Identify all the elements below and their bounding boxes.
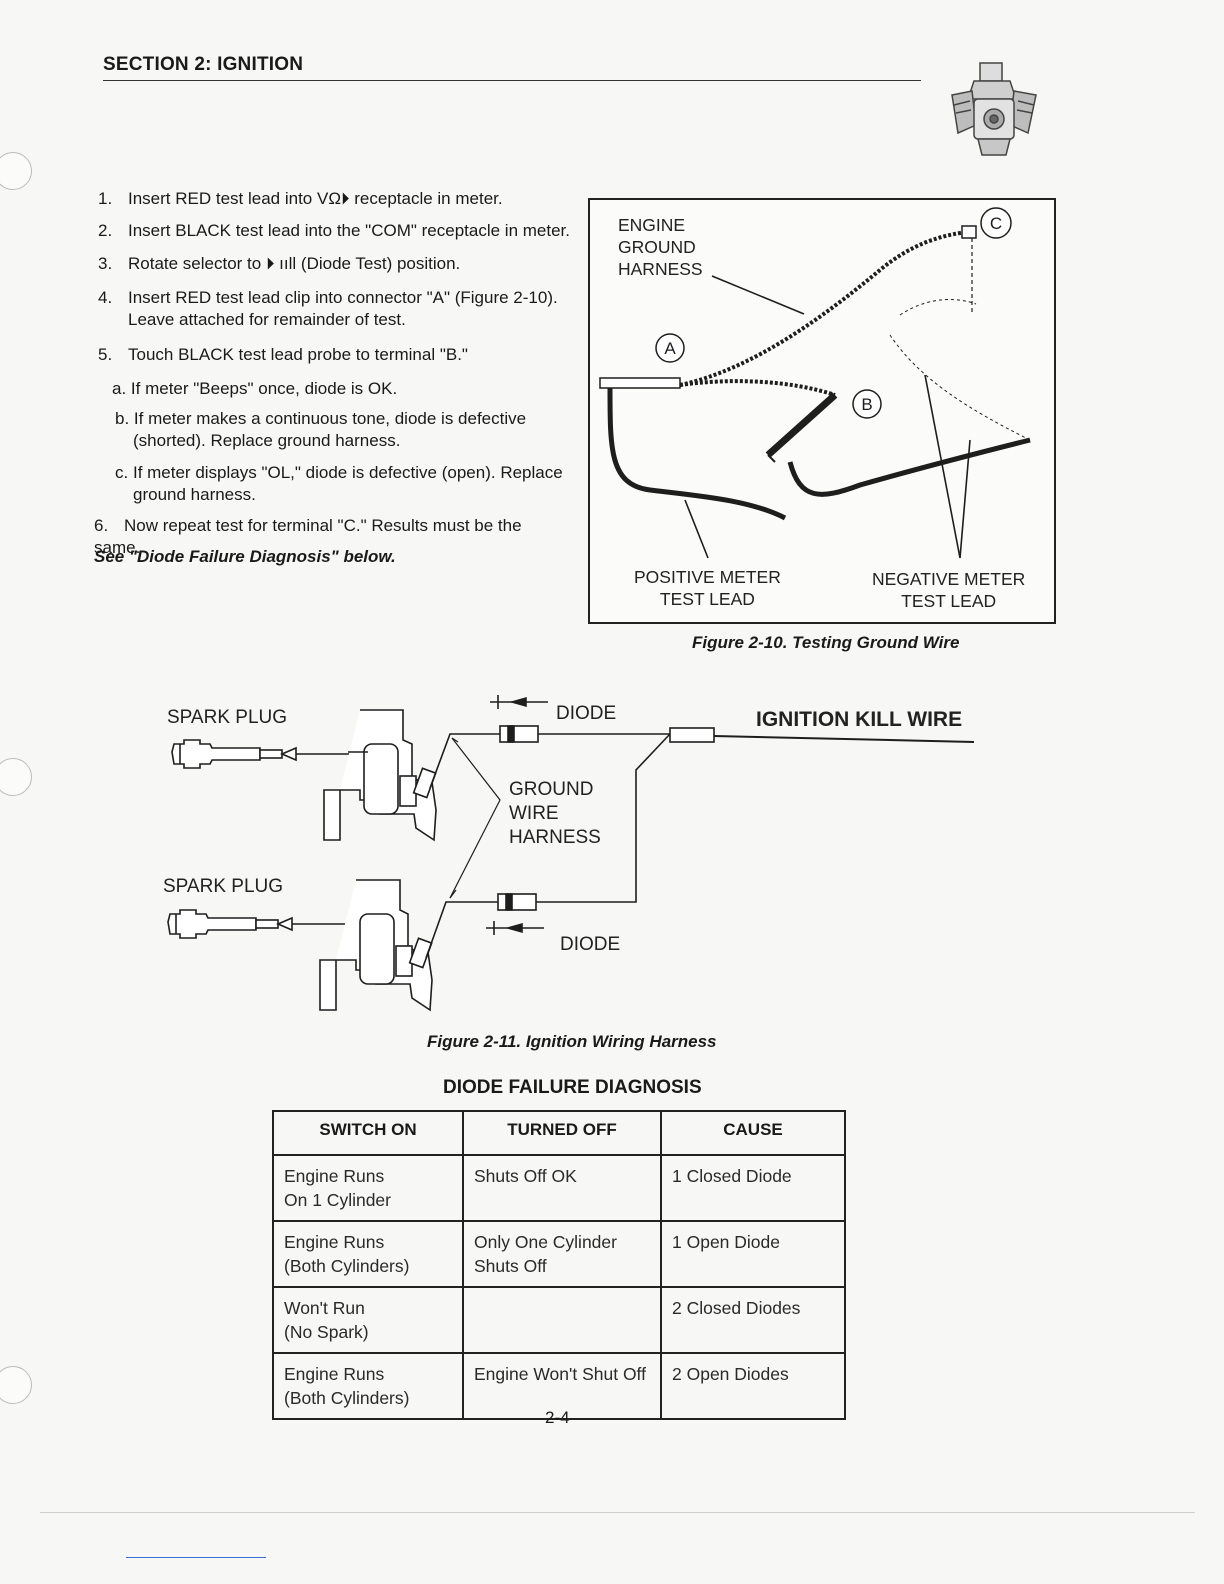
marker-a: A (664, 339, 676, 358)
step-2: 2. Insert BLACK test lead into the "COM" … (98, 220, 576, 242)
table-title: DIODE FAILURE DIAGNOSIS (443, 1077, 702, 1098)
diode-bottom-icon (497, 893, 537, 911)
figure-2-10: A B C ENGINE GROUND HARNESS POSITIVE MET… (588, 198, 1056, 624)
cell-cause: 2 Closed Diodes (660, 1286, 846, 1354)
page-number: 2-4 (545, 1408, 570, 1427)
step-number: 3. (98, 254, 113, 273)
header-rule (103, 80, 921, 81)
step-text-continued: Leave attached for remainder of test. (128, 310, 406, 329)
engine-ground-harness-label: ENGINE GROUND HARNESS (618, 215, 703, 279)
cell-turned-off (462, 1286, 662, 1354)
step-number: 1. (98, 189, 113, 208)
figure-2-11-drawing (167, 695, 975, 1012)
substep-c: c. If meter displays "OL," diode is defe… (115, 462, 571, 506)
column-header-cause: CAUSE (660, 1110, 846, 1156)
step-4: 4. Insert RED test lead clip into connect… (98, 287, 576, 331)
marker-a-circle (655, 333, 685, 363)
cell-cause: 1 Closed Diode (660, 1154, 846, 1222)
cell-cause: 2 Open Diodes (660, 1352, 846, 1420)
marker-b-circle (852, 389, 882, 419)
ground-wire-harness-label: GROUND WIRE HARNESS (509, 779, 601, 848)
ignition-kill-wire-label: IGNITION KILL WIRE (756, 708, 963, 731)
bottom-blue-rule (126, 1557, 266, 1558)
substep-a: a. If meter "Beeps" once, diode is OK. (112, 378, 568, 400)
step-text: Insert RED test lead into VΩ⏵ receptacle… (128, 189, 503, 208)
step-number: 5. (98, 345, 113, 364)
table-row: Engine Runs(Both Cylinders) Engine Won't… (272, 1352, 846, 1420)
substep-text: If meter makes a continuous tone, diode … (133, 409, 527, 428)
substep-text-continued: ground harness. (133, 485, 256, 504)
spark-plug-bottom-icon (167, 909, 348, 939)
substep-label: a. (112, 379, 127, 398)
punch-hole (0, 758, 32, 796)
step-5: 5. Touch BLACK test lead probe to termina… (98, 344, 576, 366)
see-note: See "Diode Failure Diagnosis" below. (94, 547, 396, 566)
step-number: 6. (94, 516, 109, 535)
diode-top-icon (499, 725, 539, 743)
marker-b: B (861, 395, 872, 414)
figure-2-10-caption: Figure 2-10. Testing Ground Wire (692, 633, 960, 652)
cell-turned-off: Engine Won't Shut Off (462, 1352, 662, 1420)
step-text: Insert RED test lead clip into connector… (128, 288, 558, 307)
cell-switch-on: Won't Run(No Spark) (272, 1286, 464, 1354)
substep-label: c. (115, 463, 129, 482)
figure-2-10-drawing: A B C (599, 207, 1031, 559)
substep-text-continued: (shorted). Replace ground harness. (133, 431, 401, 450)
section-title: SECTION 2: IGNITION (103, 54, 304, 75)
step-number: 2. (98, 221, 113, 240)
marker-c: C (990, 214, 1002, 233)
cell-turned-off: Shuts Off OK (462, 1154, 662, 1222)
marker-c-circle (980, 207, 1012, 239)
bottom-divider (40, 1512, 1195, 1513)
substep-b: b. If meter makes a continuous tone, dio… (115, 408, 571, 452)
kill-wire-connector-icon (669, 727, 715, 743)
table-row: Engine Runs(Both Cylinders) Only One Cyl… (272, 1220, 846, 1288)
cell-switch-on: Engine Runs(Both Cylinders) (272, 1352, 464, 1420)
punch-hole (0, 1366, 32, 1404)
cell-cause: 1 Open Diode (660, 1220, 846, 1288)
column-header-switch-on: SWITCH ON (272, 1110, 464, 1156)
spark-plug-top-icon (171, 739, 350, 769)
diode-top-label: DIODE (556, 703, 617, 724)
substep-label: b. (115, 409, 130, 428)
spark-plug-bottom-label: SPARK PLUG (163, 876, 284, 897)
spark-plug-top-label: SPARK PLUG (167, 707, 288, 728)
diode-bottom-label: DIODE (560, 934, 621, 955)
ignition-coil-bottom-icon (319, 879, 433, 1012)
substep-text: If meter "Beeps" once, diode is OK. (130, 379, 398, 398)
positive-meter-lead-label: POSITIVE METER TEST LEAD (634, 567, 781, 609)
cell-switch-on: Engine Runs(Both Cylinders) (272, 1220, 464, 1288)
step-text: Now repeat test for terminal "C." Result… (94, 516, 522, 557)
step-text: Rotate selector to ⏵ ııll (Diode Test) p… (128, 254, 461, 273)
ignition-coil-top-icon (323, 709, 437, 842)
negative-meter-lead-label: NEGATIVE METER TEST LEAD (872, 569, 1026, 611)
column-header-turned-off: TURNED OFF (462, 1110, 662, 1156)
step-text: Touch BLACK test lead probe to terminal … (128, 345, 468, 364)
table-header-row: SWITCH ON TURNED OFF CAUSE (272, 1110, 846, 1156)
step-1: 1. Insert RED test lead into VΩ⏵ receptac… (98, 188, 576, 210)
punch-hole (0, 152, 32, 190)
step-6: 6.Now repeat test for terminal "C." Resu… (94, 515, 572, 559)
engine-illustration-icon (951, 62, 1037, 156)
step-3: 3. Rotate selector to ⏵ ııll (Diode Test)… (98, 253, 576, 275)
substep-text: If meter displays "OL," diode is defecti… (132, 463, 563, 482)
figure-2-11-caption: Figure 2-11. Ignition Wiring Harness (427, 1032, 717, 1051)
step-text: Insert BLACK test lead into the "COM" re… (128, 221, 570, 240)
step-number: 4. (98, 288, 113, 307)
table-row: Won't Run(No Spark) 2 Closed Diodes (272, 1286, 846, 1354)
